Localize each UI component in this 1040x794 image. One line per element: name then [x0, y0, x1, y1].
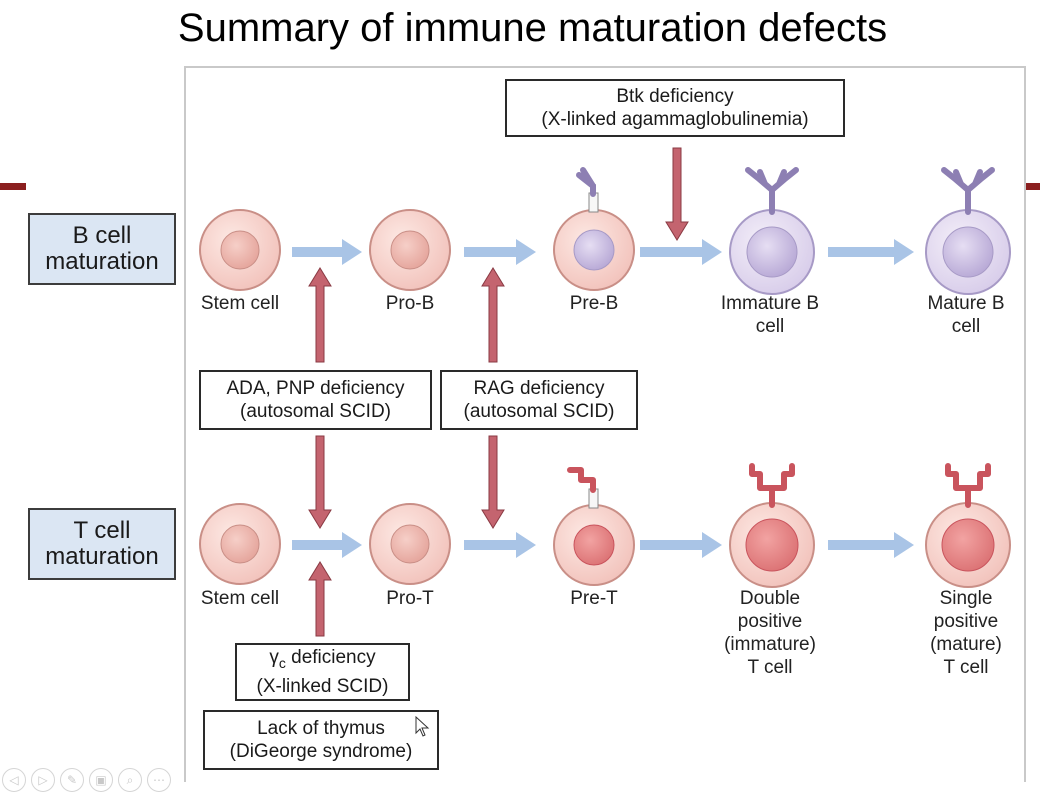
b-stem-label: Stem cell: [200, 293, 280, 314]
pen-icon[interactable]: ✎: [60, 768, 84, 792]
defect-thymus-line2: (DiGeorge syndrome): [229, 741, 413, 762]
defect-thymus-line1: Lack of thymus: [257, 718, 385, 739]
defect-arrow-btk: [665, 147, 689, 241]
gamma-symbol: γ: [269, 647, 279, 669]
defect-box-btk: Btk deficiency (X-linked agammaglobuline…: [505, 79, 845, 137]
flow-arrow-t-2: [464, 532, 536, 558]
defect-box-ada: ADA, PNP deficiency (autosomal SCID): [199, 370, 432, 430]
t-single-positive-cell: [925, 463, 1011, 588]
flow-arrow-t-4: [828, 532, 914, 558]
b-immature-cell: [729, 167, 815, 295]
slides-icon[interactable]: ▣: [89, 768, 113, 792]
accent-bar-left: [0, 183, 26, 190]
t-stem-cell: [199, 503, 281, 585]
defect-gamma-line1: γc deficiency: [237, 646, 408, 675]
defect-arrow-ada-down: [308, 435, 332, 529]
b-pro-cell: [369, 209, 451, 291]
defect-arrows: [308, 147, 689, 637]
b-mature-cell: [925, 167, 1011, 295]
b-pre-label: Pre-B: [569, 293, 619, 314]
flow-arrow-b-2: [464, 239, 536, 265]
t-row-label: T cell maturation: [28, 508, 176, 580]
defect-ada-line2: (autosomal SCID): [240, 401, 391, 422]
b-cells: [199, 167, 1011, 295]
defect-btk-line1: Btk deficiency: [616, 86, 734, 107]
defect-arrow-gamma-up: [308, 561, 332, 637]
t-double-positive-cell: [729, 463, 815, 588]
defect-rag-line2: (autosomal SCID): [463, 401, 615, 422]
flow-arrow-b-3: [640, 239, 722, 265]
zoom-icon[interactable]: ⌕: [118, 768, 142, 792]
t-pre-label: Pre-T: [570, 588, 618, 609]
mouse-cursor-icon: [415, 716, 430, 737]
defect-btk-line2: (X-linked agammaglobulinemia): [541, 109, 809, 130]
prev-icon[interactable]: ◁: [2, 768, 26, 792]
gamma-subscript: c: [278, 654, 286, 671]
t-stem-label: Stem cell: [200, 588, 280, 609]
b-stem-cell: [199, 209, 281, 291]
t-cells: [199, 463, 1011, 588]
t-pro-label: Pro-T: [386, 588, 434, 609]
more-icon[interactable]: ⋯: [147, 768, 171, 792]
accent-bar-right: [1026, 183, 1040, 190]
flow-arrow-b-1: [292, 239, 362, 265]
defect-ada-line1: ADA, PNP deficiency: [226, 378, 405, 399]
gamma-text: deficiency: [285, 647, 376, 669]
t-pre-cell: [553, 467, 635, 586]
t-pro-cell: [369, 503, 451, 585]
defect-box-gamma: γc deficiency (X-linked SCID): [235, 643, 410, 701]
b-immature-label: Immature B cell: [720, 293, 820, 337]
defect-arrow-rag-up: [481, 267, 505, 363]
b-pre-cell: [553, 167, 635, 291]
t-flow-arrows: [292, 532, 914, 558]
play-icon[interactable]: ▷: [31, 768, 55, 792]
defect-arrow-rag-down: [481, 435, 505, 529]
defect-gamma-line2: (X-linked SCID): [256, 675, 389, 697]
flow-arrow-t-3: [640, 532, 722, 558]
flow-arrow-t-1: [292, 532, 362, 558]
defect-box-thymus: Lack of thymus (DiGeorge syndrome): [203, 710, 439, 770]
defect-arrow-ada-up: [308, 267, 332, 363]
flow-arrow-b-4: [828, 239, 914, 265]
slideshow-controls: ◁ ▷ ✎ ▣ ⌕ ⋯: [2, 768, 171, 792]
t-single-label: Single positive (mature) T cell: [930, 588, 1002, 678]
defect-rag-line1: RAG deficiency: [473, 378, 605, 399]
b-flow-arrows: [292, 239, 914, 265]
b-pro-label: Pro-B: [385, 293, 435, 314]
slide-title: Summary of immune maturation defects: [177, 6, 888, 50]
b-mature-label: Mature B cell: [927, 293, 1005, 337]
t-double-label: Double positive (immature) T cell: [724, 588, 816, 678]
b-row-label: B cell maturation: [28, 213, 176, 285]
defect-box-rag: RAG deficiency (autosomal SCID): [440, 370, 638, 430]
